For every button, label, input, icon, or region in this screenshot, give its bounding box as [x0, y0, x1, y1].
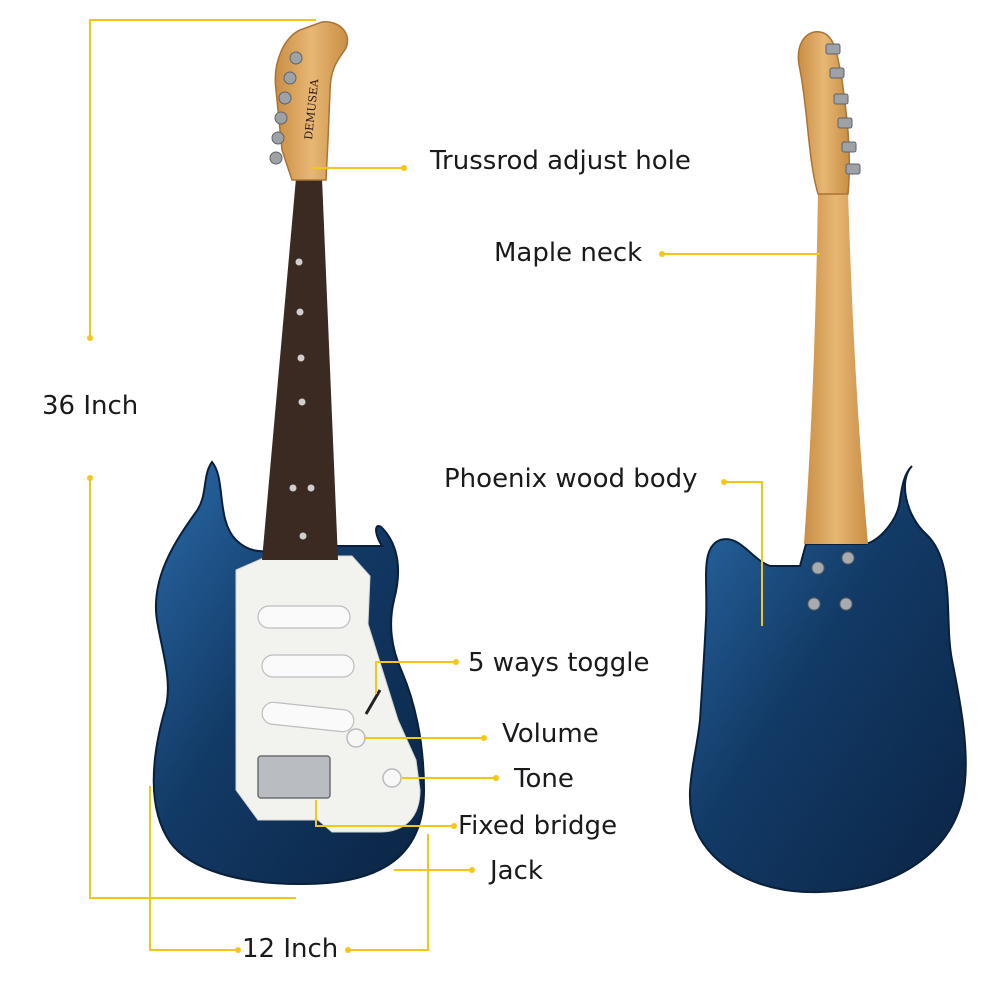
leader-dot: [453, 659, 459, 665]
width-dimension-left: [149, 786, 238, 951]
tuning-peg: [274, 111, 288, 125]
screw: [839, 597, 853, 611]
neck-plate-screws: [807, 551, 855, 611]
callout-leaders: [87, 19, 820, 953]
phoenix-body-callout-label: Phoenix wood body: [444, 464, 698, 494]
width-dimension-right: [348, 834, 429, 951]
fret-dot: [295, 258, 303, 266]
tuning-peg: [278, 91, 292, 105]
leader-dot: [345, 947, 351, 953]
middle-pickup: [261, 654, 355, 678]
volume-callout-label: Volume: [502, 719, 599, 749]
tuning-peg: [825, 43, 841, 55]
leader-dot: [451, 823, 457, 829]
fixed-bridge-callout-label: Fixed bridge: [458, 811, 618, 841]
tone-knob: [382, 768, 402, 788]
bridge-pickup: [261, 701, 355, 733]
leader-dot: [659, 251, 665, 257]
leader-dot: [87, 475, 93, 481]
tuning-peg: [289, 51, 303, 65]
toggle-callout-label: 5 ways toggle: [468, 648, 650, 678]
tuning-peg: [271, 131, 285, 145]
leader-dot: [235, 947, 241, 953]
leader-dot: [481, 735, 487, 741]
fret-dot: [299, 532, 307, 540]
leader-dot: [469, 867, 475, 873]
fret-dot: [296, 308, 304, 316]
tuning-peg: [841, 141, 857, 153]
back-guitar: [689, 31, 967, 894]
trussrod-callout-label: Trussrod adjust hole: [430, 146, 691, 176]
tone-callout-label: Tone: [514, 764, 574, 794]
back-headstock: [797, 31, 851, 195]
back-neck: [804, 190, 868, 544]
neck-pickup: [257, 605, 351, 629]
headstock-brand: DEMUSEA: [302, 77, 321, 140]
tuning-peg: [283, 71, 297, 85]
screw: [841, 551, 855, 565]
leader-dot: [401, 165, 407, 171]
length-dimension-label: 36 Inch: [42, 391, 139, 421]
phoenix-body-leader: [724, 481, 763, 626]
tuning-peg: [829, 67, 845, 79]
toggle-leader: [375, 661, 456, 694]
length-dimension-top: [89, 19, 316, 338]
leader-dot: [493, 775, 499, 781]
fret-dot: [297, 354, 305, 362]
leader-dot: [87, 335, 93, 341]
tuning-peg: [833, 93, 849, 105]
length-dimension-bottom: [89, 478, 296, 899]
fret-dot: [307, 484, 315, 492]
back-tuning-pegs: [825, 43, 861, 175]
fret-dot: [298, 398, 306, 406]
front-neck: [262, 178, 338, 560]
fret-markers: [289, 258, 315, 540]
jack-callout-label: Jack: [490, 856, 543, 886]
bridge: [257, 755, 331, 799]
tuning-peg: [845, 163, 861, 175]
maple-neck-callout-label: Maple neck: [494, 238, 643, 268]
tuning-pegs: [269, 51, 303, 165]
width-dimension-label: 12 Inch: [242, 934, 339, 964]
screw: [807, 597, 821, 611]
fixed-bridge-leader: [315, 800, 454, 827]
pickups: [257, 605, 355, 733]
volume-knob: [346, 728, 366, 748]
back-body: [689, 465, 967, 894]
toggle-switch: [364, 689, 382, 715]
front-guitar: DEMUSEA: [152, 21, 426, 886]
tuning-peg: [269, 151, 283, 165]
leader-dot: [721, 479, 727, 485]
screw: [811, 561, 825, 575]
tuning-peg: [837, 117, 853, 129]
fret-dot: [289, 484, 297, 492]
